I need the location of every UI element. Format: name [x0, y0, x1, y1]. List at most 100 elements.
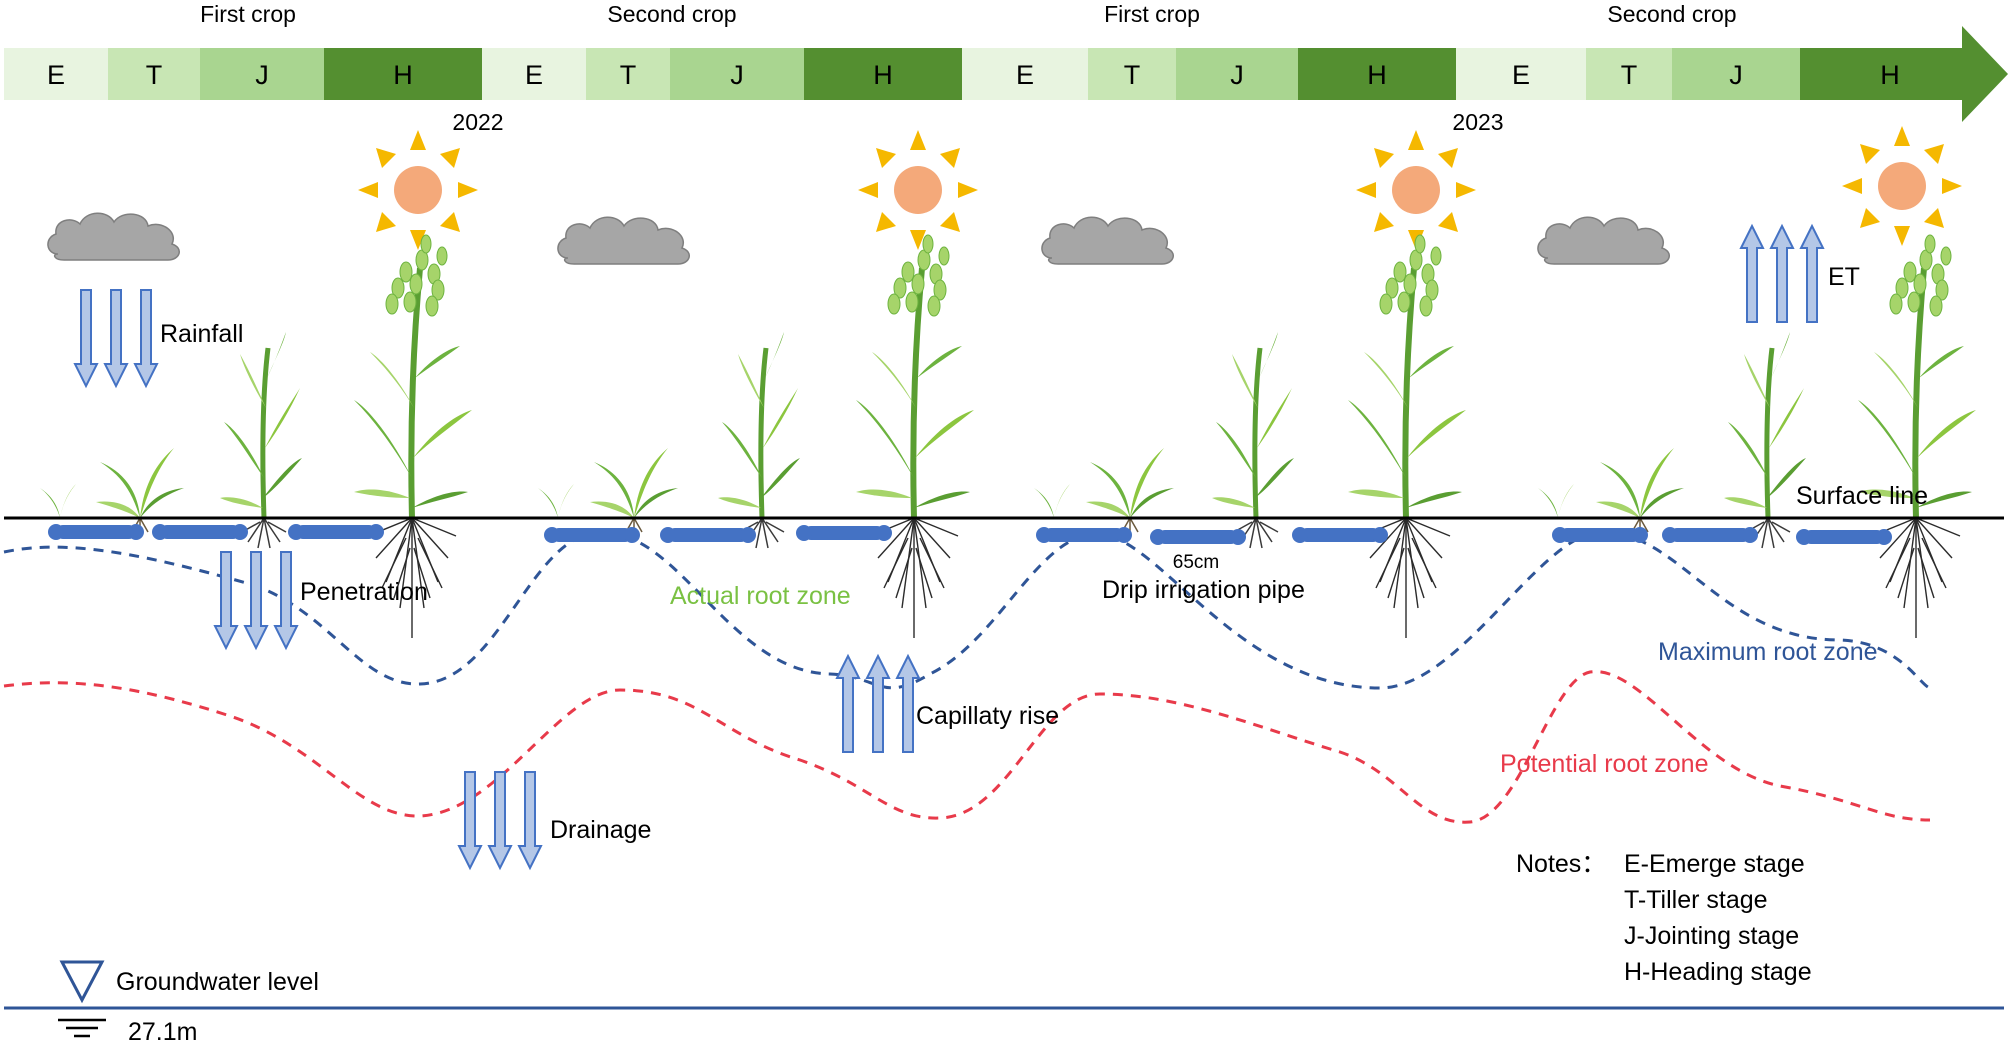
down-arrow-icon	[488, 771, 512, 869]
crop-label-3: First crop	[1104, 1, 1200, 27]
tiller-plant-icon	[95, 447, 185, 535]
stage-label: H	[393, 60, 413, 90]
potential-root-zone-curve	[3, 670, 1931, 824]
down-arrow-icon	[274, 551, 298, 649]
drip-pipe	[288, 524, 384, 540]
crop-label-4: Second crop	[1607, 1, 1736, 27]
up-arrow-icon	[1740, 225, 1764, 323]
stage-cell	[804, 48, 962, 100]
note-item: E-Emerge stage	[1624, 850, 1805, 878]
note-item: J-Jointing stage	[1624, 922, 1799, 950]
drip-irrigation-pipe-label: Drip irrigation pipe	[1102, 576, 1305, 604]
stage-label: T	[1124, 60, 1141, 90]
maximum-root-zone-curve	[3, 530, 1931, 690]
stage-cell	[962, 48, 1088, 100]
rainfall-arrows	[74, 289, 158, 387]
stage-cell	[324, 48, 482, 100]
drip-pipe	[152, 524, 248, 540]
stage-label: E	[1016, 60, 1034, 90]
drip-pipe	[796, 525, 892, 541]
timeline-arrow-head	[1800, 26, 2008, 122]
actual-root-zone-label: Actual root zone	[670, 582, 851, 610]
note-item: H-Heading stage	[1624, 958, 1812, 986]
sun-icon	[358, 130, 478, 250]
penetration-label: Penetration	[300, 578, 428, 606]
drip-pipe	[1662, 527, 1758, 543]
up-arrow-icon	[866, 655, 890, 753]
stage-label: E	[525, 60, 543, 90]
down-arrow-icon	[134, 289, 158, 387]
stage-cell	[1088, 48, 1176, 100]
down-arrow-icon	[244, 551, 268, 649]
stage-cell	[586, 48, 670, 100]
stage-cell	[1176, 48, 1298, 100]
tiller-plant-icon	[1085, 447, 1175, 535]
potential-root-zone-label: Potential root zone	[1500, 750, 1708, 778]
stage-cell	[1586, 48, 1672, 100]
groundwater-depth-label: 27.1m	[128, 1018, 197, 1043]
notes-legend: Notes： E-Emerge stage T-Tiller stage J-J…	[1516, 850, 1812, 986]
down-arrow-icon	[104, 289, 128, 387]
groundwater-level-label: Groundwater level	[116, 968, 319, 996]
jointing-plant-icon	[718, 332, 800, 548]
drip-pipe	[1036, 527, 1132, 543]
seedling-icon	[40, 484, 76, 518]
up-arrow-icon	[1800, 225, 1824, 323]
jointing-plant-icon	[220, 332, 302, 548]
sun-icon	[1356, 130, 1476, 250]
water-level-triangle-icon	[59, 960, 105, 1004]
stage-cell	[1298, 48, 1456, 100]
year-label-2022: 2022	[452, 109, 503, 135]
heading-plant-icon	[856, 235, 974, 638]
jointing-plant-icon	[1724, 332, 1806, 548]
up-arrow-icon	[836, 655, 860, 753]
drip-pipe	[544, 527, 640, 543]
drip-irrigation-pipes	[48, 524, 1892, 545]
down-arrow-icon	[458, 771, 482, 869]
stage-label: T	[620, 60, 637, 90]
drainage-arrows	[458, 771, 542, 869]
stage-label: T	[146, 60, 163, 90]
cloud-icon	[557, 216, 690, 265]
seedling-icon	[538, 484, 574, 518]
down-arrow-icon	[518, 771, 542, 869]
pipe-spacing-label: 65cm	[1173, 552, 1219, 573]
et-arrows	[1740, 225, 1824, 323]
groundwater: Groundwater level 27.1m	[4, 960, 2004, 1043]
cloud-icon	[47, 212, 180, 261]
stage-cell	[670, 48, 804, 100]
sun-icon	[858, 130, 978, 250]
jointing-plant-icon	[1212, 332, 1294, 548]
stage-cell	[482, 48, 586, 100]
surface-line-label: Surface line	[1796, 482, 1928, 510]
year-label-2023: 2023	[1452, 109, 1503, 135]
drip-pipe	[1552, 527, 1648, 543]
stage-label: E	[1512, 60, 1530, 90]
stage-cell	[1456, 48, 1586, 100]
stage-label: H	[1367, 60, 1387, 90]
tiller-plant-icon	[1595, 447, 1685, 535]
seedling-icon	[1538, 484, 1574, 518]
stage-label: J	[730, 60, 744, 90]
drip-pipe	[660, 527, 756, 543]
drainage-label: Drainage	[550, 816, 651, 844]
rainfall-label: Rainfall	[160, 320, 243, 348]
notes-title: Notes：	[1516, 850, 1606, 878]
stage-label: E	[47, 60, 65, 90]
down-arrow-icon	[74, 289, 98, 387]
tiller-plant-icon	[589, 447, 679, 535]
down-arrow-icon	[214, 551, 238, 649]
drip-pipe	[1150, 529, 1246, 545]
stage-cell	[4, 48, 108, 100]
stage-label: J	[255, 60, 269, 90]
sun-icon	[1842, 126, 1962, 246]
penetration-arrows	[214, 551, 298, 649]
heading-plant-icon	[1348, 235, 1466, 638]
seedling-icon	[1034, 484, 1070, 518]
heading-plant-icon	[1858, 235, 1976, 638]
stage-cell	[200, 48, 324, 100]
crop-label-1: First crop	[200, 1, 296, 27]
